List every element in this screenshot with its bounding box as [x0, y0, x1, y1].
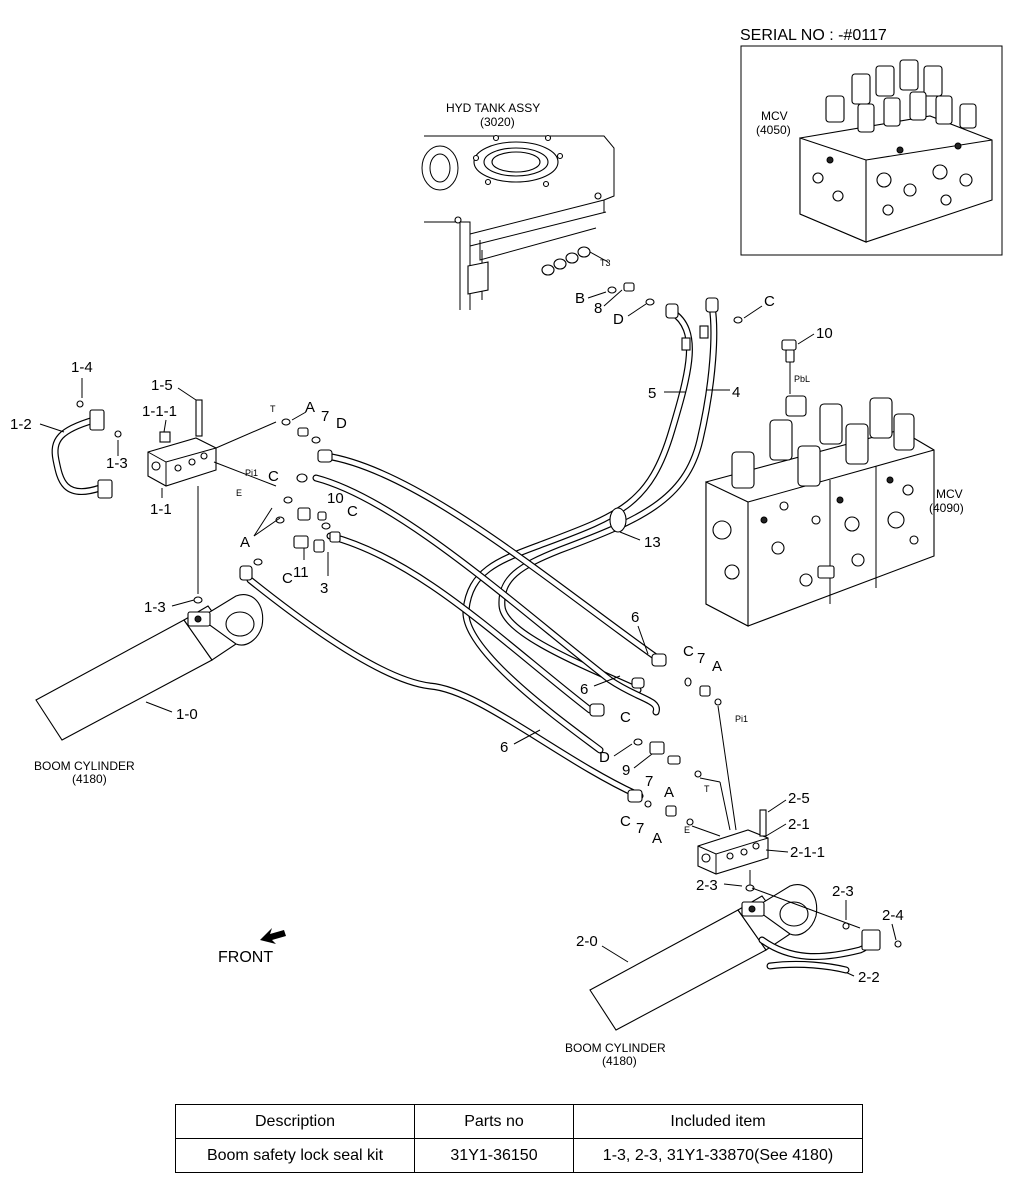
callout-2-0: 2-0: [576, 933, 598, 950]
callout-1-4: 1-4: [71, 359, 93, 376]
parts-table: Description Parts no Included item Boom …: [175, 1104, 863, 1173]
hyd-tank-ref: (3020): [480, 115, 515, 129]
callout-D-1: D: [336, 415, 347, 432]
callout-2-3-right: 2-3: [832, 883, 854, 900]
port-t-left: T: [270, 404, 276, 414]
callout-A-2: A: [240, 534, 250, 551]
callout-6-low: 6: [500, 739, 508, 756]
callout-A-3: A: [712, 658, 722, 675]
port-pi1-left: Pi1: [245, 468, 258, 478]
callout-A-5: A: [652, 830, 662, 847]
callout-9: 9: [622, 762, 630, 779]
callout-1-1: 1-1: [150, 501, 172, 518]
callout-1-0: 1-0: [176, 706, 198, 723]
callout-6-top: 6: [631, 609, 639, 626]
valve-1-1: [147, 399, 277, 487]
callout-8: 8: [594, 300, 602, 317]
callout-D-tank: D: [613, 311, 624, 328]
mcv-main-label: MCV: [936, 487, 963, 501]
boom-cylinder-2-label: BOOM CYLINDER: [565, 1041, 666, 1055]
callout-11: 11: [293, 564, 309, 581]
port-e-right: E: [684, 825, 690, 835]
callout-D-3: D: [599, 749, 610, 766]
callout-C-6: C: [620, 709, 631, 726]
boom-cylinder-1-ref: (4180): [72, 772, 107, 786]
pipe-1-2: [51, 400, 122, 499]
table-header: Included item: [573, 1104, 863, 1139]
callout-1-1-1: 1-1-1: [142, 403, 177, 420]
mcv-inset-ref: (4050): [756, 123, 791, 137]
boom-cylinder-1: [35, 486, 264, 741]
callout-5: 5: [648, 385, 656, 402]
callout-1-5: 1-5: [151, 377, 173, 394]
callout-7-2: 7: [697, 650, 705, 667]
callout-1-2: 1-2: [10, 416, 32, 433]
boom-cylinder-2: [589, 884, 902, 1031]
left-fittings: [253, 411, 341, 566]
front-arrow-icon: [260, 928, 286, 944]
callout-1-3-low: 1-3: [144, 599, 166, 616]
callout-2-3-left: 2-3: [696, 877, 718, 894]
callout-A-4: A: [664, 784, 674, 801]
callout-1-3-top: 1-3: [106, 455, 128, 472]
callout-C-5: C: [683, 643, 694, 660]
callout-C-1: C: [268, 468, 279, 485]
callout-7-3: 7: [645, 773, 653, 790]
callout-C-mcv: C: [764, 293, 775, 310]
callout-2-1-1: 2-1-1: [790, 844, 825, 861]
callout-10-1: 10: [327, 490, 344, 507]
hose-6-lines: [239, 449, 667, 803]
callout-A-1: A: [305, 399, 315, 416]
right-mid-fittings: [633, 677, 737, 837]
hyd-tank-drawing: [421, 134, 615, 310]
callout-2-1: 2-1: [788, 816, 810, 833]
port-t-right: T: [704, 784, 710, 794]
table-cell: 31Y1-36150: [414, 1138, 574, 1173]
table-row: Boom safety lock seal kit 31Y1-36150 1-3…: [175, 1138, 863, 1173]
table-cell: Boom safety lock seal kit: [175, 1138, 415, 1173]
tank-fittings: [587, 282, 655, 317]
table-header-row: Description Parts no Included item: [175, 1104, 863, 1139]
port-e-left: E: [236, 488, 242, 498]
table-cell: 1-3, 2-3, 31Y1-33870(See 4180): [573, 1138, 863, 1173]
hyd-tank-label: HYD TANK ASSY: [446, 101, 540, 115]
callout-4: 4: [732, 384, 740, 401]
callout-13: 13: [644, 534, 661, 551]
valve-2-1: [697, 809, 769, 886]
callout-C-7: C: [620, 813, 631, 830]
callout-7-1: 7: [321, 408, 329, 425]
callout-C-2: C: [347, 503, 358, 520]
port-t3-label: T3: [600, 258, 611, 268]
callout-2-5: 2-5: [788, 790, 810, 807]
callout-2-2: 2-2: [858, 969, 880, 986]
table-header: Parts no: [414, 1104, 574, 1139]
front-label: FRONT: [218, 949, 273, 966]
mcv-main-drawing: [705, 395, 935, 627]
mcv-inset-drawing: [799, 59, 993, 243]
callout-7-4: 7: [636, 820, 644, 837]
port-pi1-right: Pi1: [735, 714, 748, 724]
callout-B: B: [575, 290, 585, 307]
callout-3: 3: [320, 580, 328, 597]
boom-cylinder-2-ref: (4180): [602, 1054, 637, 1068]
mcv-inset-label: MCV: [761, 109, 788, 123]
port-pbl-label: PbL: [794, 374, 810, 384]
mcv-top-fittings: [733, 305, 815, 394]
serial-number: SERIAL NO : -#0117: [740, 27, 887, 44]
seal-2-3: [745, 884, 755, 892]
inset-frame: [740, 45, 1003, 256]
callout-C-3: C: [282, 570, 293, 587]
table-header: Description: [175, 1104, 415, 1139]
hose-4-5: [462, 297, 719, 754]
callout-6-mid: 6: [580, 681, 588, 698]
mcv-main-ref: (4090): [929, 501, 964, 515]
callout-10-mcv: 10: [816, 325, 833, 342]
callout-2-4: 2-4: [882, 907, 904, 924]
boom-cylinder-1-label: BOOM CYLINDER: [34, 759, 135, 773]
